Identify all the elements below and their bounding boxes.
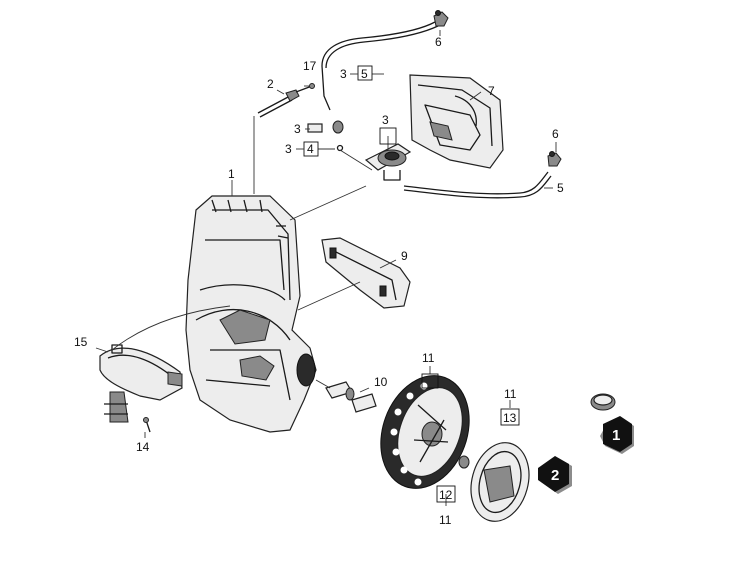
callout-5-top: 5 (361, 67, 368, 81)
callout-1: 1 (228, 167, 235, 181)
callout-15: 15 (74, 335, 88, 349)
callout-5-lower: 5 (557, 181, 564, 195)
small-screw (295, 83, 315, 93)
view-badge-1-label: 1 (612, 427, 620, 444)
callout-14: 14 (136, 440, 150, 454)
hose-clip-top (433, 10, 449, 27)
side-cover-9 (321, 237, 411, 309)
connector-part (307, 120, 344, 152)
callout-6-lower: 6 (552, 127, 559, 141)
cover-part-7 (409, 74, 504, 169)
callout-3-d: 3 (285, 142, 292, 156)
callout-labels: 6 17 3 5 2 7 3 3 3 4 6 1 5 9 15 11 10 11… (74, 35, 564, 527)
bolt-part (257, 89, 300, 118)
callout-2: 2 (267, 77, 274, 91)
screw-part-14 (143, 417, 151, 433)
callout-12: 12 (439, 488, 453, 502)
callout-3-a: 3 (340, 67, 347, 81)
callout-13: 13 (503, 411, 517, 425)
callout-leaders (95, 30, 557, 506)
axle-part (325, 381, 377, 413)
lower-hose (403, 171, 552, 199)
upper-hose (321, 21, 439, 111)
washer-part-12 (458, 455, 470, 469)
cap-part (590, 393, 616, 411)
callout-4: 4 (307, 142, 314, 156)
callout-3-c: 3 (382, 113, 389, 127)
callout-6-top: 6 (435, 35, 442, 49)
wheel-part (380, 375, 470, 489)
valve-assembly (364, 143, 412, 181)
callout-7: 7 (488, 84, 495, 98)
callout-11-cap: 11 (504, 387, 517, 401)
callout-3-b: 3 (294, 122, 301, 136)
view-badge-2-label: 2 (551, 467, 559, 484)
callout-11-washer: 11 (439, 513, 452, 527)
main-housing (185, 195, 317, 433)
callout-17: 17 (303, 59, 317, 73)
view-badge-1: 1 (600, 416, 634, 454)
assembly-lines (111, 116, 373, 389)
hub-cap-part (470, 442, 530, 522)
view-badge-2: 2 (538, 456, 572, 494)
callout-11-wheel: 11 (422, 351, 435, 365)
hose-clip-lower (547, 151, 562, 167)
callout-9: 9 (401, 249, 408, 263)
callout-10: 10 (374, 375, 388, 389)
holder-part-15 (99, 344, 183, 423)
